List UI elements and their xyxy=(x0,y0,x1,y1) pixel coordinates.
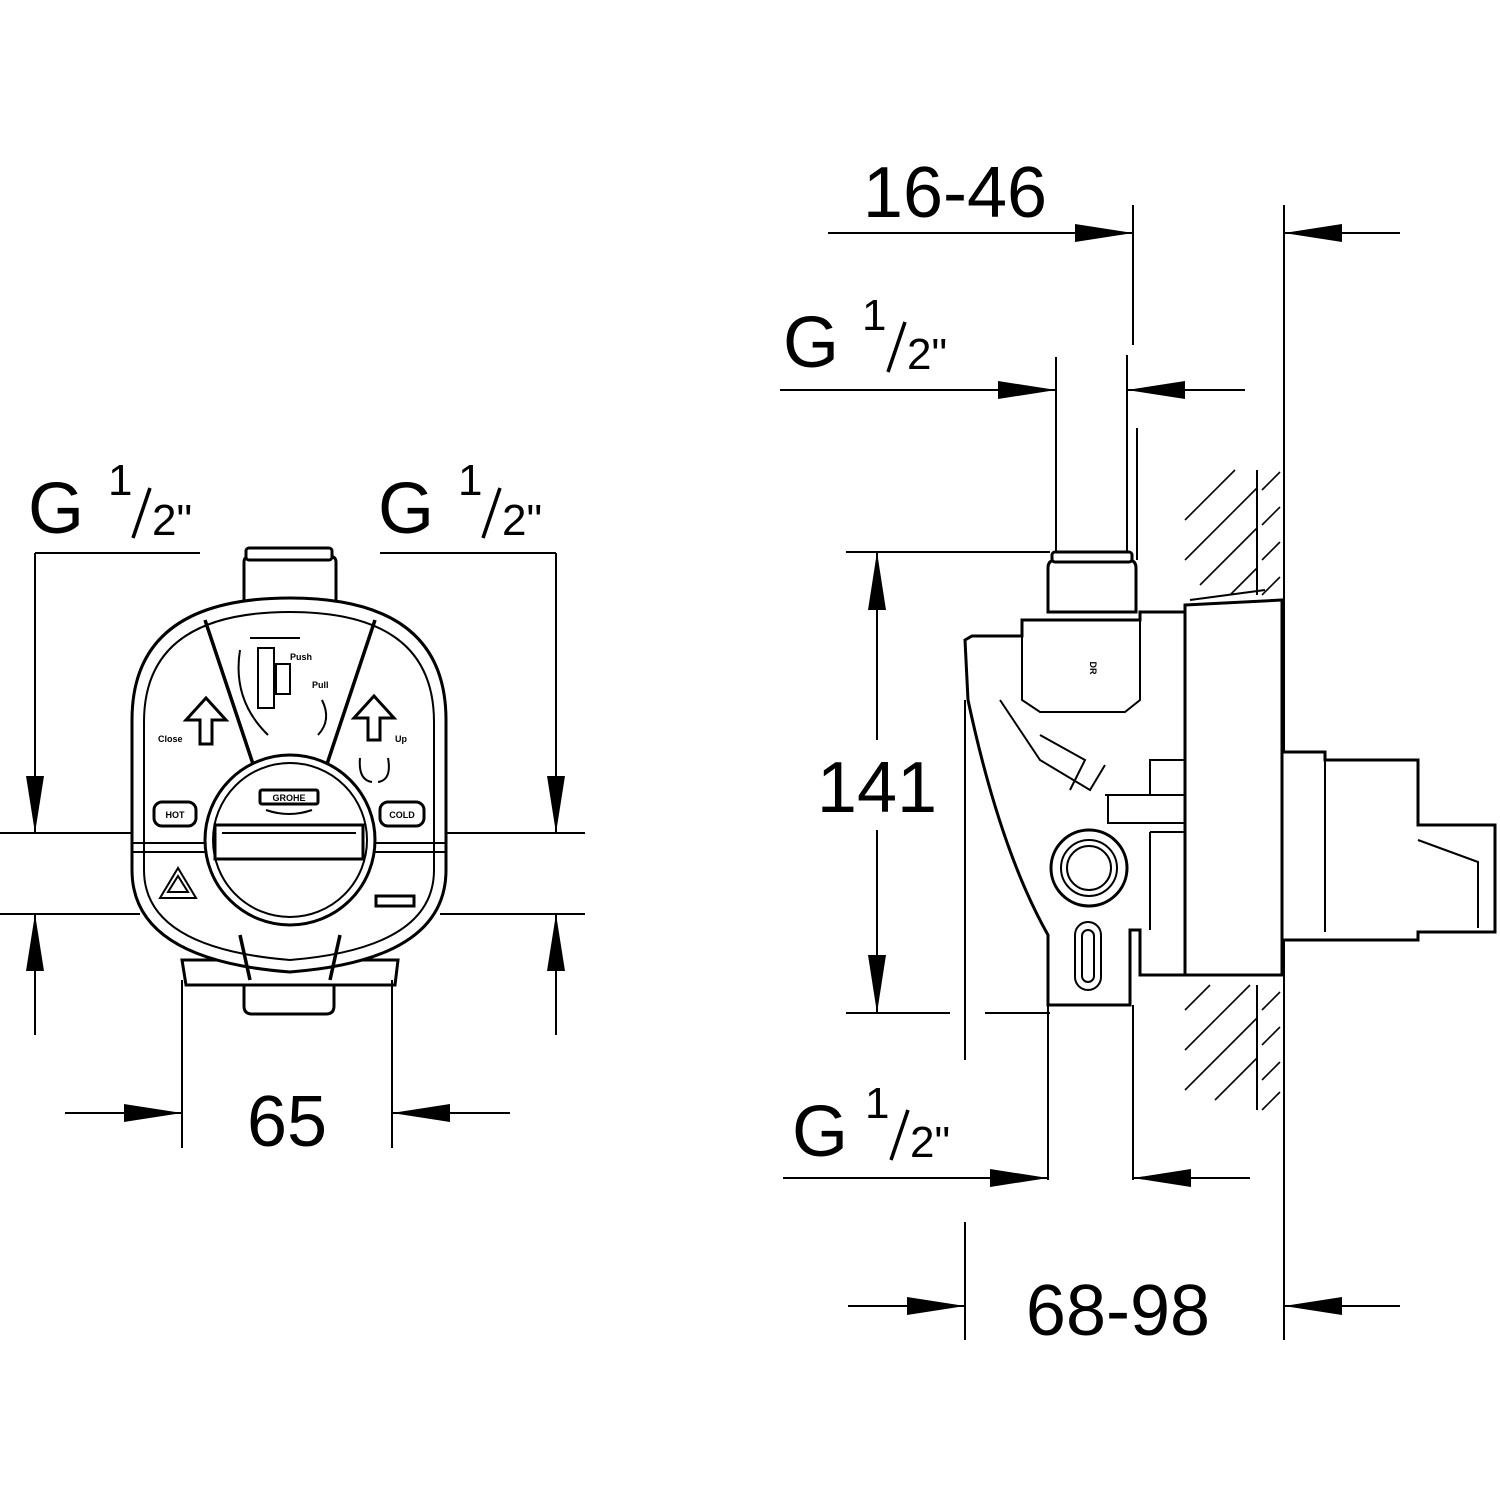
thread-g: G xyxy=(783,303,839,383)
thread-label-top: G 1 2" xyxy=(783,291,947,383)
height-dimension: 141 xyxy=(817,748,937,828)
valve-body-front: GROHE HOT COLD Close Up Push Pull xyxy=(130,546,448,1016)
thread-g: G xyxy=(792,1092,848,1172)
thread-label-right: G 1 2" xyxy=(378,456,542,549)
close-label: Close xyxy=(158,734,183,744)
up-label: Up xyxy=(395,734,407,744)
thread-denominator: 2" xyxy=(907,330,947,379)
wall-section xyxy=(1184,469,1281,1111)
valve-body-side: DR xyxy=(963,550,1497,1180)
thread-denominator: 2" xyxy=(152,496,192,545)
depth-range-top: 16-46 xyxy=(863,153,1047,233)
thread-numerator: 1 xyxy=(862,291,886,340)
thread-label-left: G 1 2" xyxy=(28,456,192,549)
front-view: G 1 2" G 1 2" xyxy=(0,456,585,1162)
up-arrow-icon xyxy=(350,693,398,742)
side-view: 16-46 G 1 2" 141 xyxy=(780,153,1497,1351)
width-dimension: 65 xyxy=(247,1082,327,1162)
thread-g: G xyxy=(28,469,84,549)
thread-denominator: 2" xyxy=(910,1118,950,1167)
thread-denominator: 2" xyxy=(502,496,542,545)
thread-label-bottom: G 1 2" xyxy=(792,1079,950,1172)
recycle-icon xyxy=(158,866,198,899)
thread-numerator: 1 xyxy=(865,1079,889,1128)
brand-label: GROHE xyxy=(272,793,305,803)
depth-range-bottom: 68-98 xyxy=(1026,1271,1210,1351)
up-arrow-icon xyxy=(182,695,230,746)
pull-label: Pull xyxy=(312,680,329,690)
thread-numerator: 1 xyxy=(108,456,132,505)
push-label: Push xyxy=(290,652,312,662)
cold-label: COLD xyxy=(389,810,415,820)
thread-numerator: 1 xyxy=(458,456,482,505)
instruction-diagram: Push Pull xyxy=(237,637,329,736)
body-mark: DR xyxy=(1088,662,1098,675)
thread-g: G xyxy=(378,469,434,549)
hot-label: HOT xyxy=(166,810,186,820)
